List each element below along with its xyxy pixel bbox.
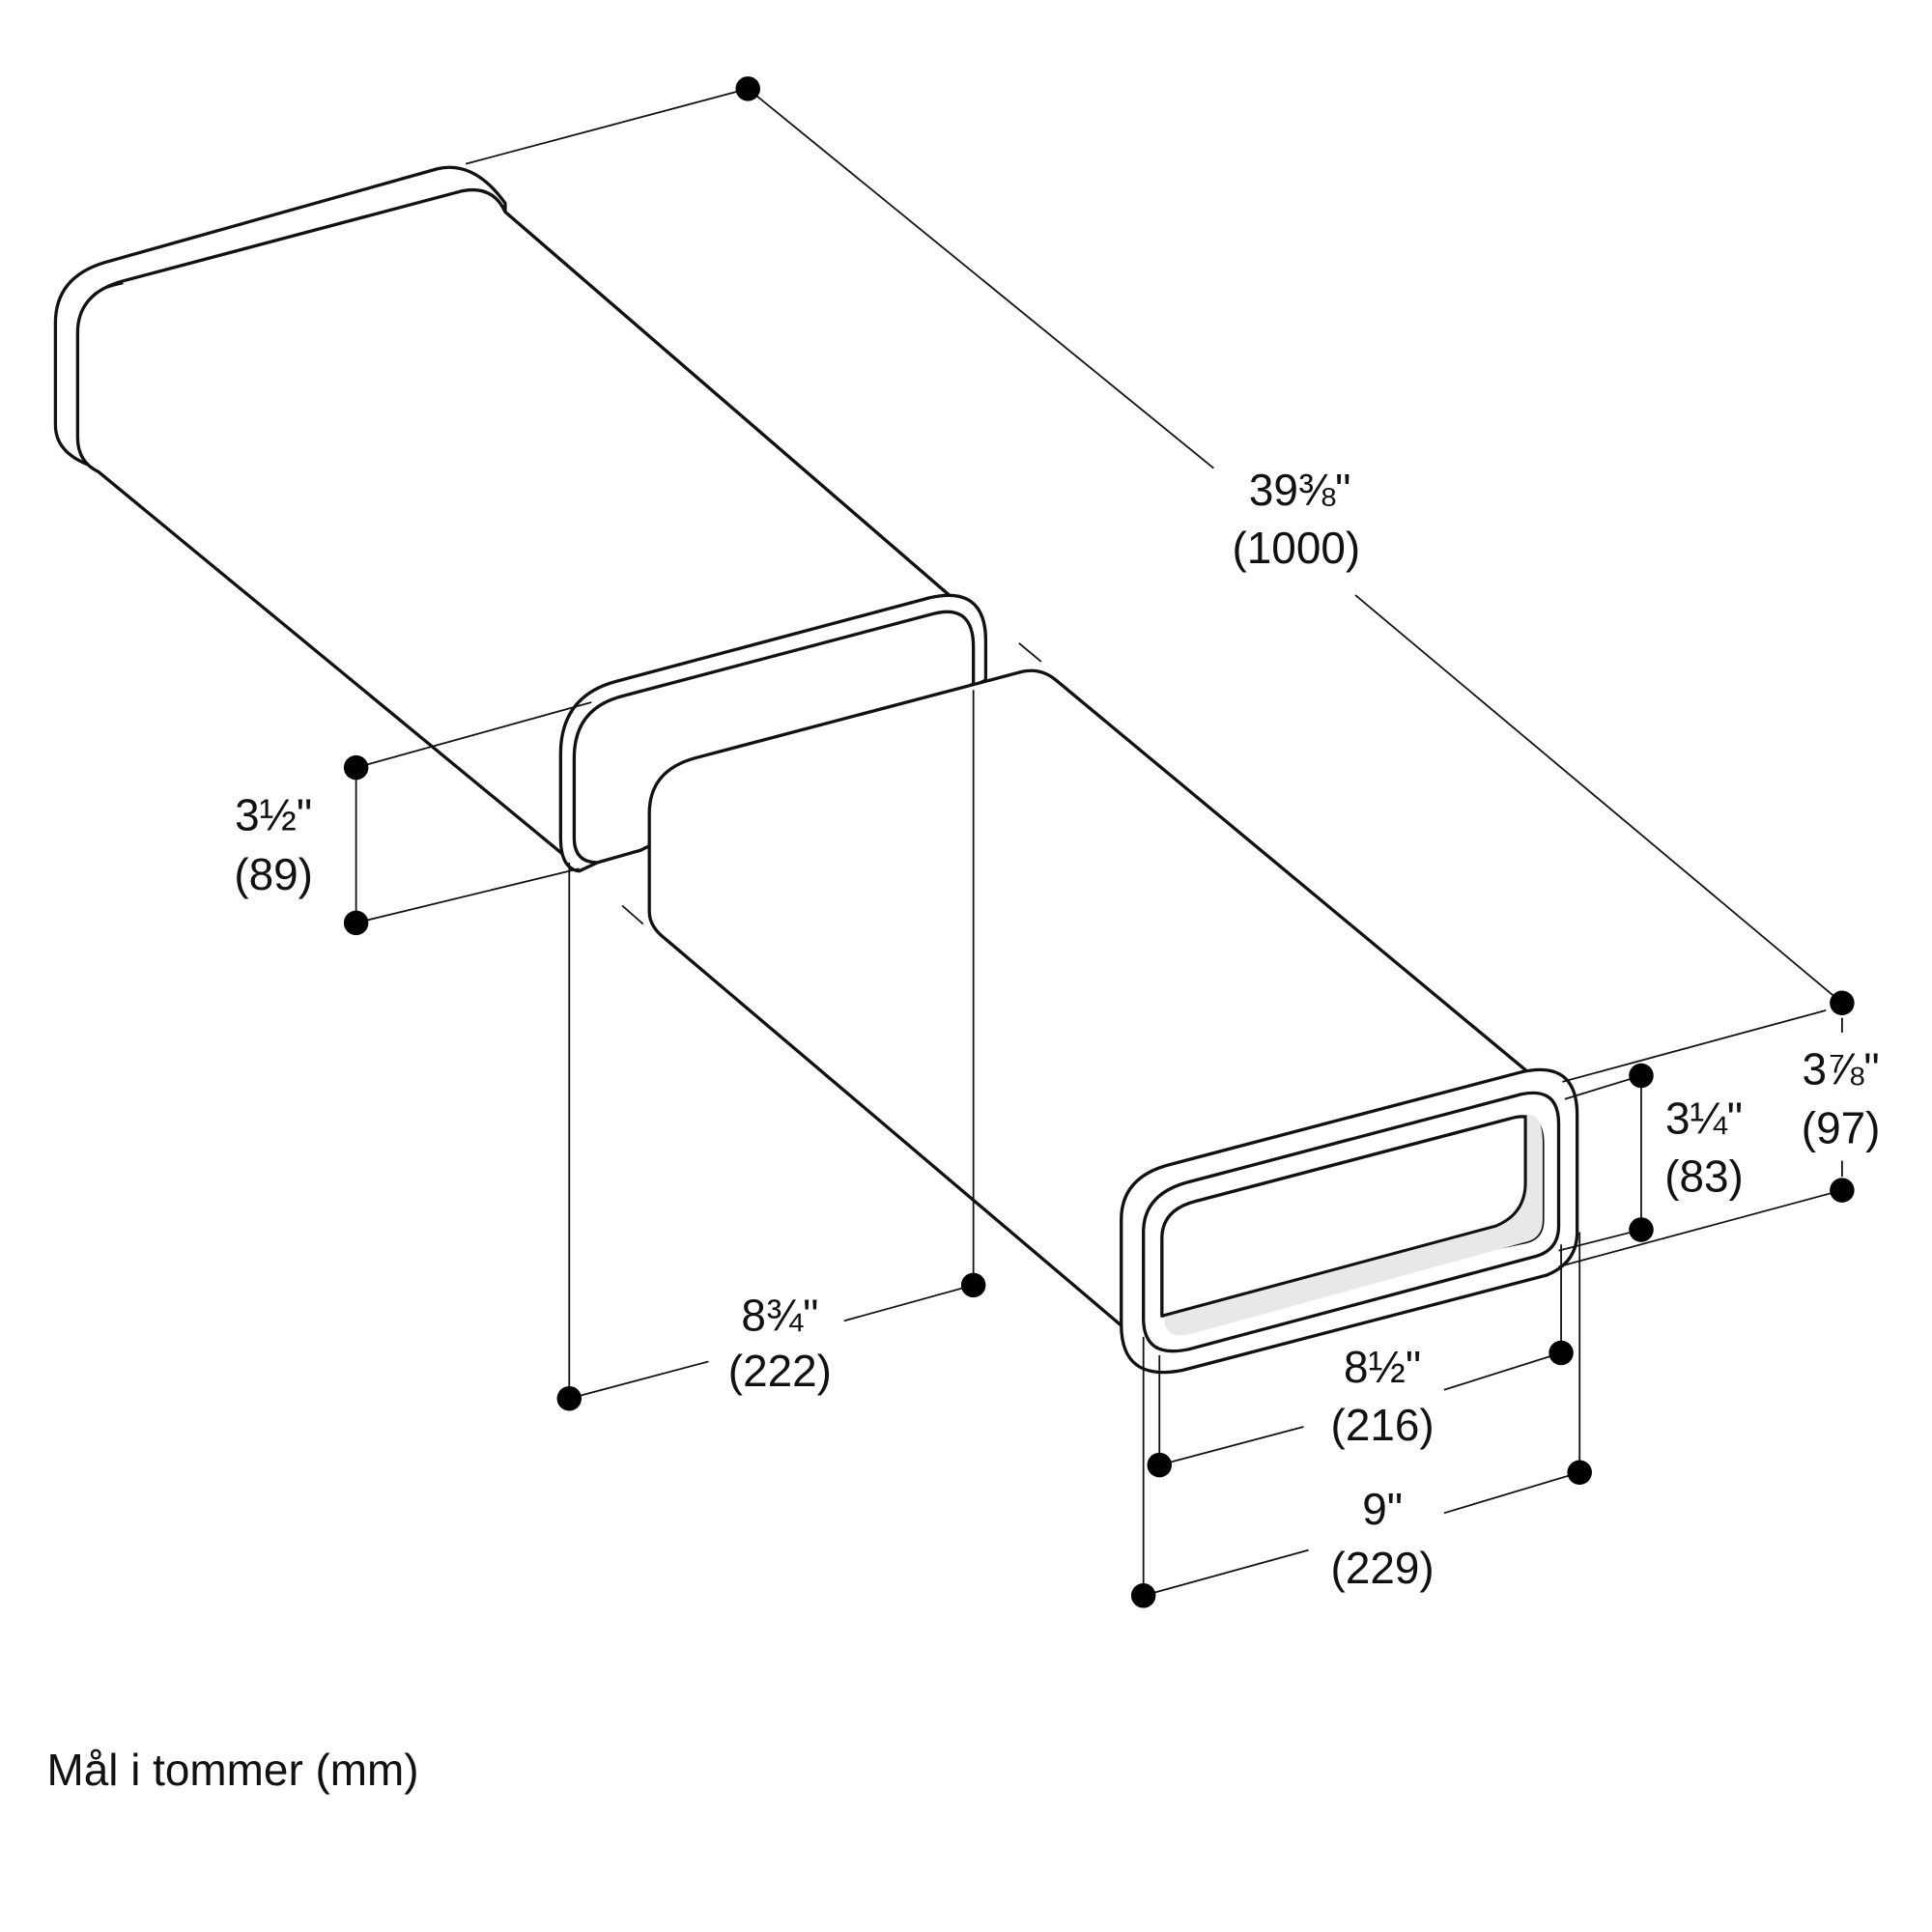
length-imperial: 39⅜" [1249, 465, 1351, 515]
joint-height-metric: (89) [234, 849, 313, 899]
inner-height-metric: (83) [1664, 1151, 1744, 1201]
inner-height-imperial: 3¼" [1665, 1093, 1743, 1143]
dimension-points [343, 76, 1855, 1608]
outer-height-metric: (97) [1802, 1103, 1881, 1153]
outer-height-imperial: 3⅞" [1803, 1043, 1880, 1094]
inner-width-metric: (216) [1331, 1400, 1435, 1450]
front-ring [1120, 1067, 1579, 1375]
joint-height-imperial: 3½" [235, 790, 312, 840]
units-note: Mål i tommer (mm) [46, 1745, 418, 1795]
outer-width-metric: (229) [1331, 1543, 1435, 1593]
dimension-labels: 39⅜" (1000) 3½" (89) 8¾" (222) 8½" (216)… [234, 465, 1880, 1593]
length-metric: (1000) [1232, 523, 1360, 573]
joint-width-imperial: 8¾" [741, 1291, 818, 1341]
outer-width-imperial: 9" [1362, 1484, 1403, 1534]
joint-width-metric: (222) [728, 1346, 832, 1396]
inner-width-imperial: 8½" [1344, 1342, 1421, 1392]
